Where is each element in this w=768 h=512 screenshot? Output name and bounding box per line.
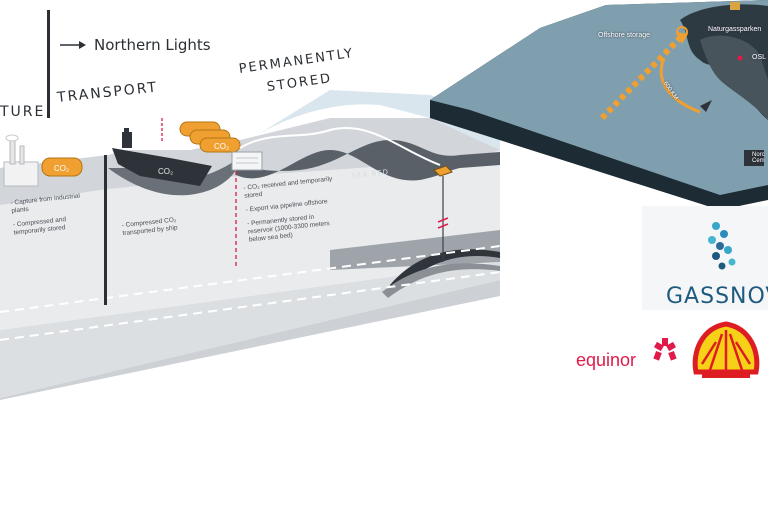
terrain-block [0, 90, 501, 400]
stored-notes: - CO₂ received and temporarily stored - … [243, 175, 339, 244]
right-arrow-icon [60, 41, 86, 49]
offshore-pipeline [239, 127, 441, 166]
map-label-oslo: OSL [752, 54, 767, 61]
gassnova-wordmark: GASSNOV [666, 284, 768, 309]
svg-text:CO₂: CO₂ [54, 164, 69, 173]
capture-notes: - Capture from industrial plants - Compr… [10, 192, 84, 237]
ship-icon: CO₂ [112, 128, 212, 186]
header: Northern Lights [60, 36, 211, 54]
gassnova-logo-box [642, 206, 768, 310]
co2-tanks-transport: CO₂ [179, 121, 241, 153]
injection-well [433, 165, 453, 262]
svg-text:CO₂: CO₂ [158, 167, 173, 176]
page-title: Northern Lights [94, 36, 211, 54]
svg-text:CO₂: CO₂ [214, 142, 229, 151]
route-arrow [599, 35, 683, 121]
industrial-plant-icon [3, 134, 39, 187]
map-label-offshore-storage: Offshore storage [598, 32, 651, 39]
stage-dividers [47, 10, 237, 305]
map-label-cement: Norc Cem [752, 152, 765, 164]
co2-tank-capture: CO₂ [41, 157, 83, 177]
equinor-wordmark: equinor [576, 350, 637, 370]
sea-bed-label: SEA BED [351, 168, 389, 180]
equinor-star-icon [653, 338, 677, 361]
shell-logo [692, 321, 760, 378]
map-label-gas-plant: Naturgassparken [708, 26, 762, 33]
stage-label-capture: TURE [0, 104, 46, 120]
storage-building-icon [231, 151, 263, 171]
map-panel [430, 0, 768, 210]
